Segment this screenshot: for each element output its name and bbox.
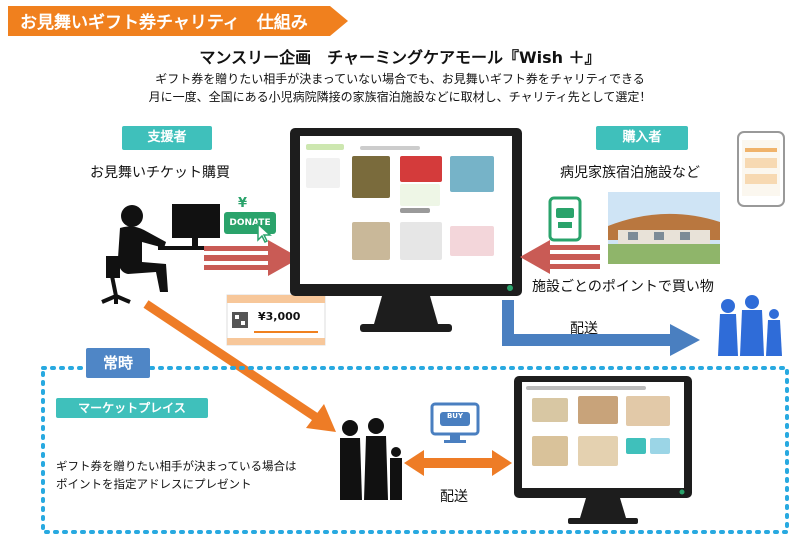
marketplace-tag: マーケットプレイス <box>56 398 208 418</box>
smartphone-icon <box>737 131 785 207</box>
supporter-action: お見舞いチケット購買 <box>90 165 230 181</box>
gift-ticket <box>226 294 326 346</box>
cursor-icon <box>257 222 272 244</box>
delivery-label-top: 配送 <box>570 321 598 337</box>
yen-symbol: ¥ <box>238 196 248 211</box>
arrow-buyer-to-mall <box>520 240 600 274</box>
delivery-label-bottom: 配送 <box>440 489 468 505</box>
family-black-icon <box>340 418 402 500</box>
family-blue-icon <box>718 295 782 356</box>
top-monitor-screen <box>300 136 512 284</box>
always-tag: 常時 <box>86 348 150 378</box>
family-house-photo <box>608 192 720 264</box>
marketplace-note-2: ポイントを指定アドレスにプレゼント <box>56 477 252 491</box>
buyer-tag: 購入者 <box>596 126 688 150</box>
double-arrow-orange <box>404 450 512 476</box>
arrow-supporter-to-marketplace <box>143 300 336 432</box>
person-at-computer-icon <box>101 204 224 304</box>
banner-title: お見舞いギフト券チャリティ 仕組み <box>20 13 308 33</box>
marketplace-note-1: ギフト券を贈りたい相手が決まっている場合は <box>56 459 297 473</box>
buyer-points-label: 施設ごとのポイントで買い物 <box>532 279 714 295</box>
bottom-monitor-screen <box>522 382 684 488</box>
banner-background <box>8 6 348 36</box>
page-title: マンスリー企画 チャーミングケアモール『Wish ＋』 <box>199 48 601 67</box>
description-line-2: 月に一度、全国にある小児病院隣接の家族宿泊施設などに取材し、チャリティ先として選… <box>148 90 652 104</box>
buy-phone-icon <box>548 196 582 242</box>
ticket-amount: ¥3,000 <box>258 310 301 323</box>
marketplace-region <box>41 366 789 534</box>
description-line-1: ギフト券を贈りたい相手が決まっていない場合でも、お見舞いギフト券をチャリティでき… <box>155 72 645 86</box>
buy-monitor-label: BUY <box>446 412 464 420</box>
arrow-supporter-to-mall <box>204 240 300 276</box>
arrow-delivery-top <box>502 300 700 356</box>
supporter-tag: 支援者 <box>122 126 212 150</box>
buyer-target: 病児家族宿泊施設など <box>560 165 700 181</box>
buy-monitor-icon <box>430 402 480 443</box>
